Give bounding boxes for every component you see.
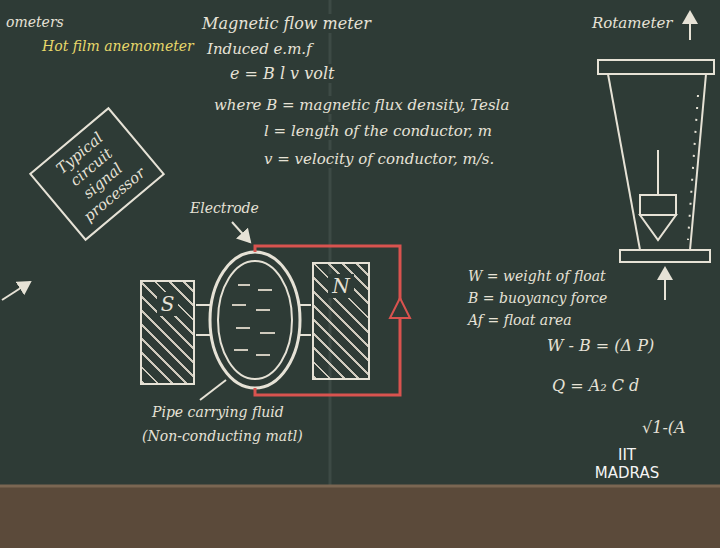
formula: Q = A₂ C d (550, 376, 641, 395)
formula-fragment: √1-(A (640, 418, 688, 437)
field-lines (196, 305, 311, 335)
magnet-pole: S (140, 280, 195, 385)
topic-heading: Magnetic flow meter (200, 14, 373, 33)
part-label: (Non-conducting matl) (140, 428, 305, 445)
input-arrow (2, 282, 30, 300)
rotameter-drawing (598, 12, 714, 300)
definition-note: Af = float area (466, 312, 574, 329)
part-label: Pipe carrying fluid (150, 404, 286, 421)
chalk-ledge (0, 485, 720, 548)
pole-letter: N (328, 274, 354, 298)
formula: e = B l v volt (228, 64, 336, 83)
meter-symbol (390, 298, 410, 318)
topic-heading: Rotameter (590, 14, 674, 32)
pipe-section (210, 252, 300, 388)
formula: W - B = (Δ P) (545, 336, 656, 355)
box-text: Typical circuit signal processor (42, 119, 153, 228)
fluid-marks (232, 285, 275, 355)
heading-fragment: ometers (4, 14, 66, 31)
pole-letter: S (157, 292, 179, 316)
part-label: Electrode (188, 200, 261, 217)
definition-note: where B = magnetic flux density, Tesla (212, 96, 511, 114)
electrode-circuit (255, 246, 400, 395)
formula-note: Induced e.m.f (205, 40, 314, 58)
magnet-pole: N (312, 262, 370, 380)
signal-processor-box: Typical circuit signal processor (29, 107, 165, 241)
leader-line (232, 222, 250, 242)
leader-line (200, 380, 226, 400)
ledge-edge (0, 485, 720, 488)
definition-note: B = buoyancy force (466, 290, 609, 307)
section-note: Hot film anemometer (40, 38, 196, 55)
watermark: IIT MADRAS (585, 446, 669, 482)
definition-note: l = length of the conductor, m (262, 122, 494, 140)
definition-note: v = velocity of conductor, m/s. (262, 150, 496, 168)
definition-note: W = weight of float (466, 268, 608, 285)
